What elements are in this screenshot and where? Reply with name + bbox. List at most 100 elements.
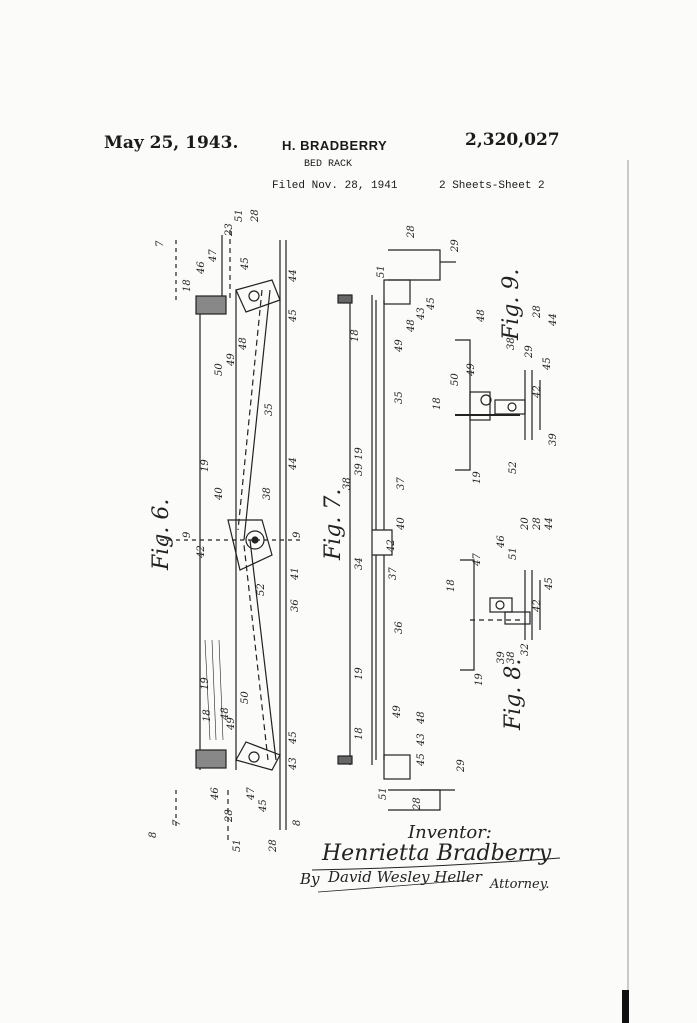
- ref-numeral: 48: [238, 337, 249, 351]
- filed-date: Filed Nov. 28, 1941: [272, 180, 398, 192]
- sheet-edge-mark: [622, 990, 629, 1023]
- ref-numeral: 45: [544, 577, 555, 591]
- attorney-label: Attorney.: [489, 877, 549, 892]
- ref-numeral: 29: [524, 345, 535, 359]
- inventor-label: Inventor:: [407, 822, 492, 843]
- ref-numeral: 35: [394, 391, 405, 404]
- ref-numeral: 47: [472, 553, 483, 567]
- ref-numeral: 19: [474, 673, 485, 686]
- ref-numeral: 28: [406, 225, 417, 239]
- fig8-post: [460, 559, 475, 671]
- patent-number: 2,320,027: [465, 130, 560, 150]
- ref-numeral: 49: [392, 705, 403, 719]
- ref-numeral: 49: [466, 363, 477, 377]
- ref-numeral: 38: [506, 337, 517, 350]
- ref-numeral: 48: [406, 319, 417, 333]
- ref-numeral: 20: [520, 517, 531, 531]
- ref-numeral: 8: [148, 832, 159, 838]
- ref-numeral: 45: [542, 357, 553, 371]
- fig6-end-fitting-top: [235, 279, 281, 313]
- ref-numeral: 51: [232, 839, 243, 852]
- fig7-fitting-bottom: [383, 754, 411, 780]
- ref-numeral: 18: [446, 579, 457, 592]
- ref-numeral: 19: [200, 677, 211, 690]
- ref-numeral: 45: [240, 257, 251, 271]
- fig9-clamp: [494, 399, 526, 415]
- fig6-bracket-top: [195, 295, 227, 315]
- fig8-label: Fig. 8.: [501, 659, 526, 731]
- ref-numeral: 44: [288, 269, 299, 283]
- ref-numeral: 28: [224, 809, 235, 823]
- ref-numeral: 52: [508, 461, 519, 474]
- ref-numeral: 43: [288, 757, 299, 771]
- ref-numeral: 29: [456, 759, 467, 773]
- ref-numeral: 50: [240, 691, 251, 704]
- ref-numeral: 51: [508, 547, 519, 560]
- ref-numeral: 28: [532, 517, 543, 531]
- ref-numeral: 7: [172, 819, 183, 826]
- ref-numeral: 36: [290, 599, 301, 612]
- ref-numeral: 42: [532, 385, 543, 399]
- by-label: By: [299, 870, 320, 888]
- signature-block: Inventor: Henrietta Bradberry By David W…: [299, 822, 561, 893]
- ref-numeral: 40: [396, 517, 407, 531]
- fig6-rod-35: [243, 289, 271, 541]
- ref-numeral: 45: [288, 731, 299, 745]
- ref-numeral: 45: [416, 753, 427, 767]
- ref-numeral: 47: [246, 787, 257, 801]
- ref-numeral: 18: [432, 397, 443, 410]
- ref-numeral: 38: [342, 477, 353, 490]
- patent-subject: BED RACK: [304, 159, 353, 170]
- ref-numeral: 19: [354, 447, 365, 460]
- ref-numeral: 38: [262, 487, 273, 500]
- fig7-bracket-28-top: [388, 249, 441, 281]
- ref-numeral: 29: [450, 239, 461, 253]
- ref-numeral: 35: [264, 403, 275, 416]
- fig6-rod-36: [249, 539, 277, 761]
- inventor-name: H. BRADBERRY: [282, 138, 388, 153]
- ref-numeral: 18: [182, 279, 193, 292]
- ref-numeral: 45: [288, 309, 299, 323]
- fig9-plate: [469, 391, 491, 421]
- ref-numeral: 36: [394, 621, 405, 634]
- ref-numeral: 45: [258, 799, 269, 813]
- ref-numeral: 43: [416, 733, 427, 747]
- ref-numeral: 39: [496, 651, 507, 664]
- ref-numeral: 8: [292, 820, 303, 826]
- ref-numeral: 37: [396, 477, 407, 490]
- fig9-post: [455, 339, 471, 471]
- ref-numeral: 28: [268, 839, 279, 853]
- ref-numeral: 9: [292, 531, 303, 538]
- ref-numeral: 49: [394, 339, 405, 353]
- ref-numeral: 48: [476, 309, 487, 323]
- ref-numeral: 34: [354, 557, 365, 570]
- fig7-drawing: [337, 249, 456, 811]
- ref-numeral: 28: [532, 305, 543, 319]
- fig6-hinge-plate: [227, 519, 273, 571]
- ref-numeral: 23: [224, 223, 235, 237]
- fig9-screw: [480, 394, 492, 406]
- fig8-clamp: [489, 597, 513, 613]
- fig7-joint: [372, 529, 393, 556]
- patent-date: May 25, 1943.: [104, 133, 239, 153]
- ref-numeral: 42: [386, 539, 397, 553]
- ref-numeral: 51: [378, 787, 389, 800]
- ref-numeral: 19: [354, 667, 365, 680]
- ref-numeral: 28: [412, 797, 423, 811]
- ref-numeral: 18: [350, 329, 361, 342]
- ref-numeral: 19: [472, 471, 483, 484]
- ref-numeral: 52: [256, 583, 267, 596]
- fig6-bracket-bottom: [195, 749, 227, 769]
- ref-numeral: 42: [196, 545, 207, 559]
- ref-numeral: 45: [426, 297, 437, 311]
- ref-numeral: 41: [290, 567, 301, 581]
- ref-numeral: 48: [220, 707, 231, 721]
- ref-numeral: 46: [496, 535, 507, 549]
- ref-numeral: 48: [416, 711, 427, 725]
- ref-numeral: 32: [520, 643, 531, 656]
- ref-numeral: 28: [250, 209, 261, 223]
- ref-numeral: 47: [208, 249, 219, 263]
- ref-numeral: 37: [388, 567, 399, 580]
- ref-numeral: 39: [354, 463, 365, 476]
